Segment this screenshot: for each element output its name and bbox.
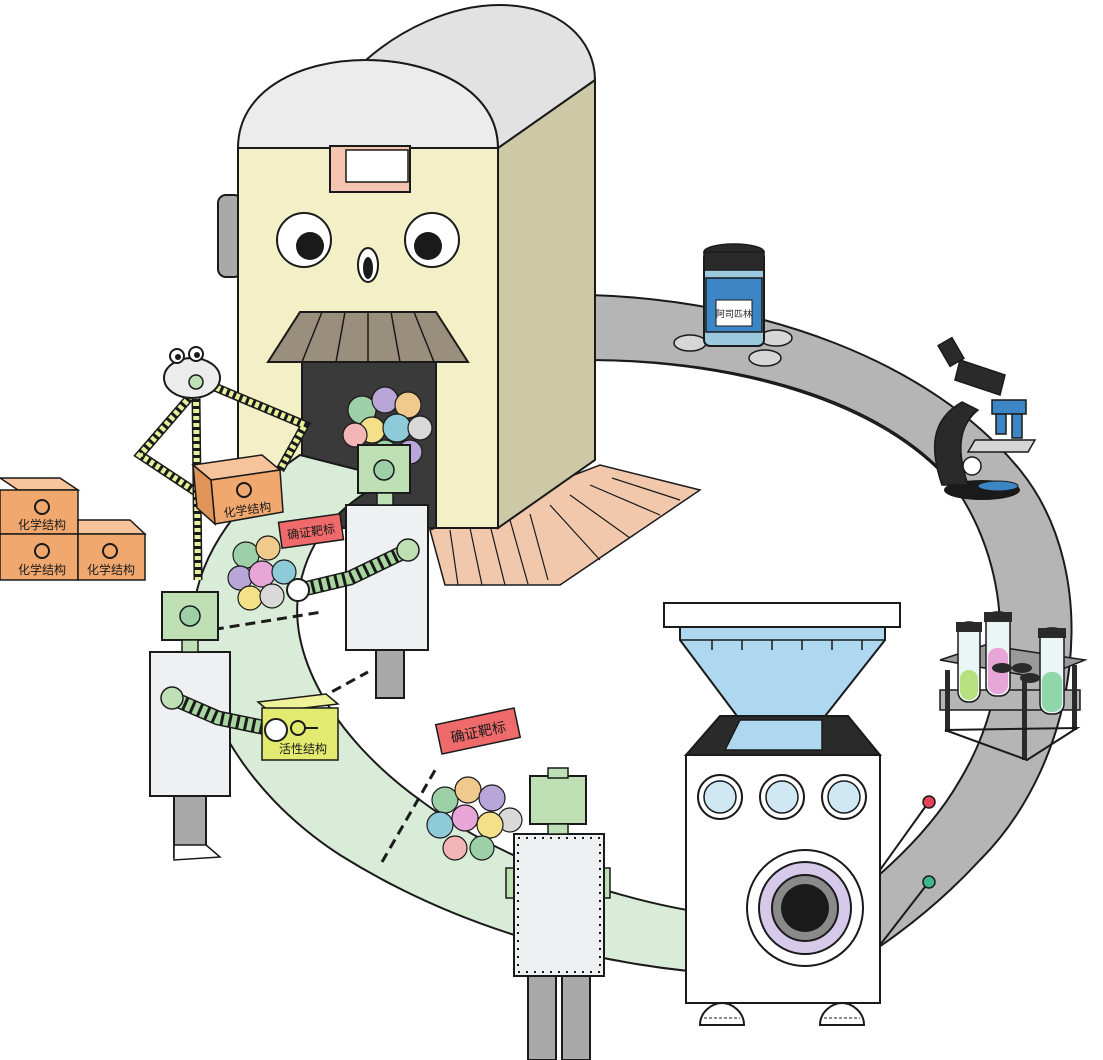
- box-label: 化学结构: [87, 562, 135, 577]
- hexagon-icon: [34, 543, 50, 559]
- microscope-icon: [933, 336, 1037, 500]
- box-label: 化学结构: [18, 562, 66, 577]
- aspirin-label: 阿司匹林: [716, 308, 752, 320]
- carried-chemical-structure-box: 化学结构: [191, 454, 284, 526]
- confirm-target-tag-upper: 确证靶标: [277, 512, 345, 550]
- box-label: 化学结构: [18, 517, 66, 532]
- test-tube-rack-icon: [939, 611, 1088, 762]
- hexagon-icon: [102, 543, 118, 559]
- box-label: 活性结构: [279, 741, 327, 756]
- hopper-lid: [663, 602, 901, 628]
- box-top-left: 化学结构: [0, 477, 81, 535]
- processing-machine: [663, 602, 936, 1026]
- tag-label: 确证靶标: [286, 522, 335, 543]
- robot-bottom: [505, 767, 611, 1060]
- chemical-structure-box-stack: 化学结构 化学结构 化学结构: [0, 477, 147, 581]
- crane-arm-robot: 化学结构: [133, 346, 312, 581]
- box-label: 化学结构: [223, 499, 273, 521]
- box-bottom-left: 化学结构: [0, 533, 79, 581]
- robot-upper: 确证靶标: [277, 444, 429, 699]
- antenna-red-icon: [922, 795, 936, 809]
- hexagon-icon: [236, 482, 252, 498]
- box-bottom-right: 化学结构: [77, 519, 147, 581]
- antenna-green-icon: [922, 875, 936, 889]
- robot-left: 活性结构: [149, 591, 340, 861]
- confirm-target-tag-lower: 确证靶标: [434, 707, 522, 755]
- molecule-cluster-upper: [227, 535, 297, 611]
- aspirin-jar: 阿司匹林: [673, 243, 793, 367]
- factory-floor-tiles: [429, 464, 702, 586]
- factory-side-wall: [497, 78, 596, 530]
- molecule-cluster-lower: [426, 776, 523, 861]
- hexagon-icon: [34, 499, 50, 515]
